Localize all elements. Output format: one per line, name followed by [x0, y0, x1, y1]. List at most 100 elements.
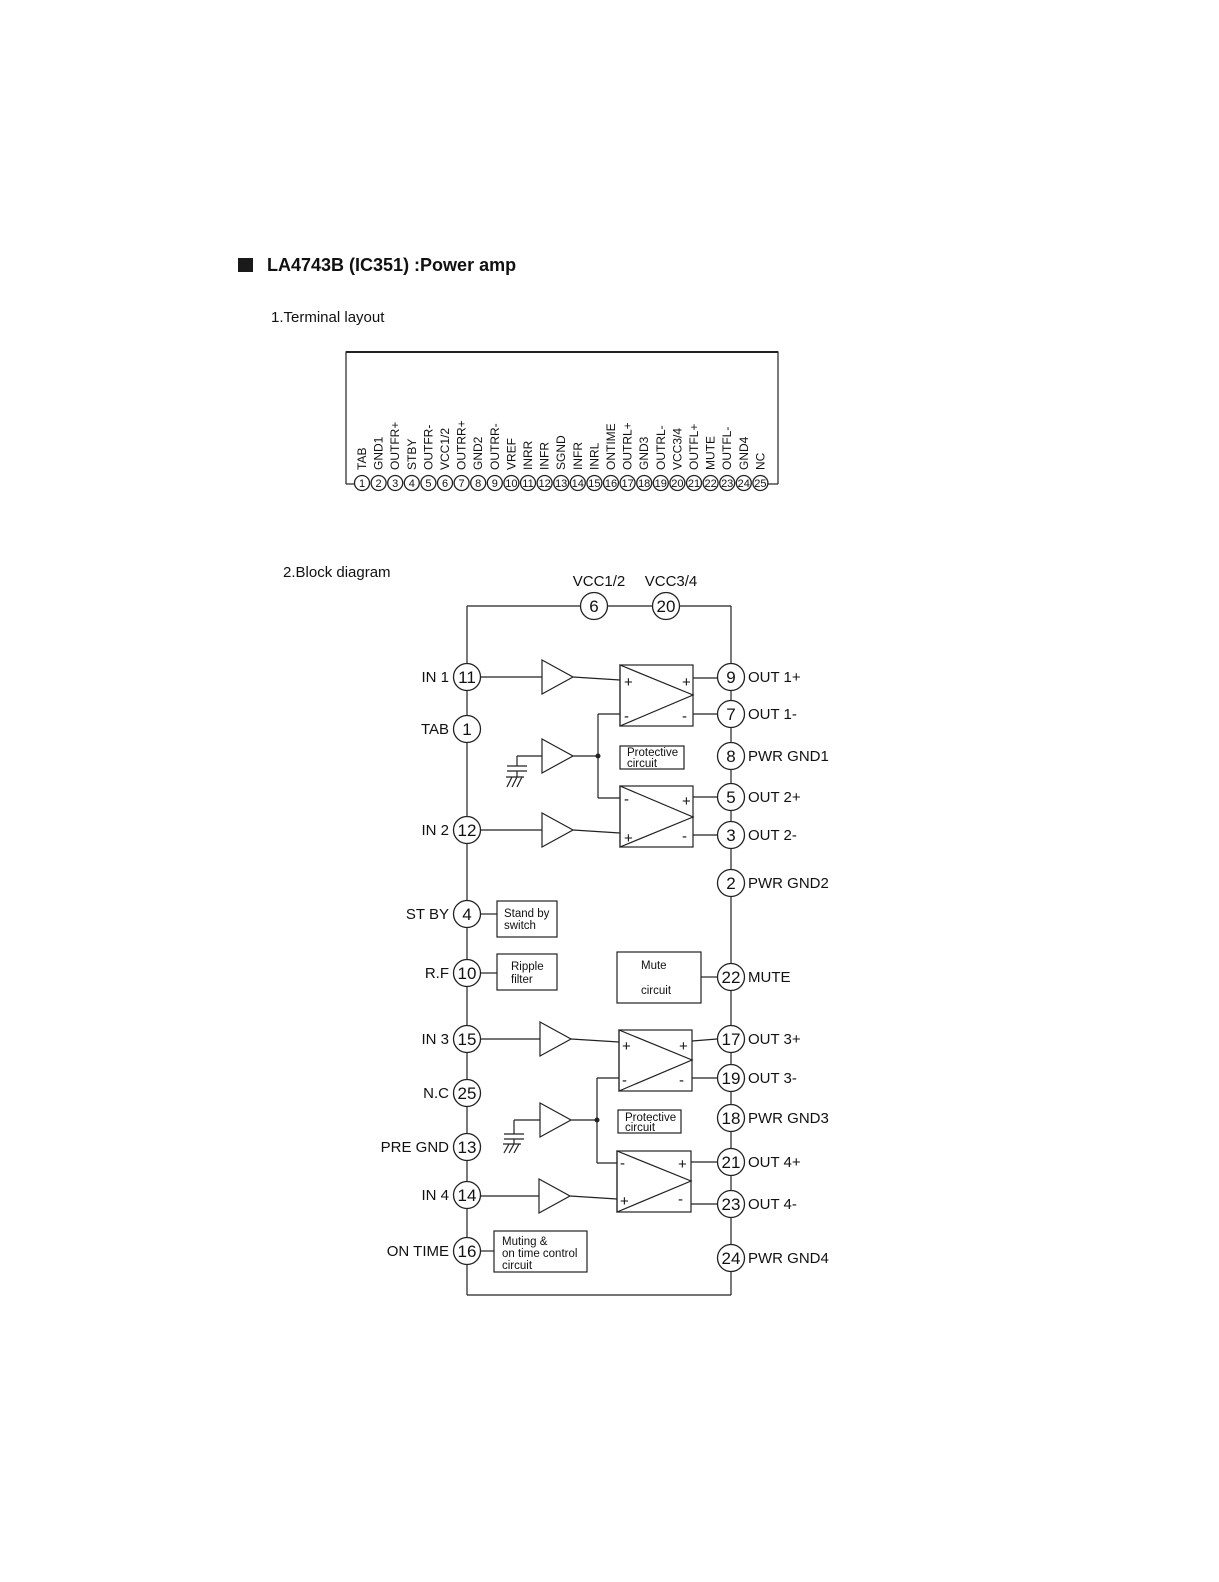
pin-number: 3: [726, 826, 735, 845]
pin-number: 14: [458, 1186, 477, 1205]
pin-number: 17: [722, 1030, 741, 1049]
terminal-pin-name: GND3: [637, 436, 651, 470]
pin-label: N.C: [423, 1085, 449, 1102]
pin-number: 18: [722, 1109, 741, 1128]
terminal-pin-circle: [486, 474, 503, 492]
pin-circle: [716, 782, 746, 812]
terminal-pin-name: GND1: [372, 436, 386, 470]
pin-label: OUT 2-: [748, 827, 797, 844]
pin-circle: [452, 899, 482, 929]
pin-number: 9: [726, 668, 735, 687]
terminal-pin-circle: [719, 474, 736, 492]
terminal-pin-name: VCC3/4: [670, 428, 684, 470]
pin-circle: [716, 1063, 746, 1093]
terminal-pin-number: 20: [671, 478, 683, 490]
amp2-minus-out: -: [682, 828, 687, 845]
standby-switch-box: [496, 900, 558, 938]
pin-label: OUT 3-: [748, 1070, 797, 1087]
pin-circle: [651, 591, 681, 621]
terminal-pin-number: 14: [572, 478, 584, 490]
standby-line1: Stand by: [504, 908, 550, 920]
terminal-pin-number: 19: [655, 478, 667, 490]
terminal-pin-circle: [470, 474, 487, 492]
pin-circle: [452, 1180, 482, 1210]
ripple-filter-box: [496, 953, 558, 991]
pin-number: 6: [589, 597, 598, 616]
mute-circuit-box: [616, 951, 702, 1004]
terminal-pin-number: 18: [638, 478, 650, 490]
pin-circle: [452, 1024, 482, 1054]
terminal-layout-heading: 1.Terminal layout: [271, 309, 385, 326]
muting-control-box: [493, 1230, 588, 1273]
power-amp-1-triangle: [619, 664, 695, 727]
pin-number: 12: [458, 821, 477, 840]
page-title: LA4743B (IC351) :Power amp: [267, 255, 517, 275]
terminal-pin-circle: [735, 474, 752, 492]
pin-label: OUT 4-: [748, 1196, 797, 1213]
pin-number: 4: [462, 905, 471, 924]
pin-label: PWR GND2: [748, 875, 829, 892]
pin-number: 8: [726, 747, 735, 766]
amp1-minus-out: -: [682, 708, 687, 725]
pin-number: 21: [722, 1153, 741, 1172]
terminal-pin-number: 1: [359, 478, 365, 490]
pin-circle: [452, 1078, 482, 1108]
terminal-pin-name: MUTE: [704, 436, 718, 470]
wire-out3p: [691, 1038, 718, 1042]
pin-number: 11: [458, 668, 476, 687]
terminal-pin-name: VREF: [504, 438, 518, 470]
terminal-pin-circle: [702, 474, 719, 492]
pin-number: 19: [722, 1069, 741, 1088]
terminal-pin-name: OUTRR+: [455, 420, 469, 470]
terminal-pin-circle: [503, 474, 520, 492]
terminal-pin-name: GND4: [737, 436, 751, 470]
terminal-pin-name: OUTRL+: [621, 422, 635, 470]
muting-line3: circuit: [502, 1260, 533, 1272]
pin-label: IN 4: [421, 1187, 449, 1204]
amp3-minus-out: -: [679, 1072, 684, 1089]
pin-circle: [716, 662, 746, 692]
terminal-pin-name: OUTRR-: [488, 423, 502, 470]
pin-label: PWR GND3: [748, 1110, 829, 1127]
pin-circle: [716, 820, 746, 850]
pin-circle: [716, 1147, 746, 1177]
block-diagram-heading: 2.Block diagram: [283, 564, 391, 581]
amp2-plus-out: +: [682, 793, 691, 810]
terminal-pin-circle: [387, 474, 404, 492]
terminal-pin-row: 1TAB2GND13OUTFR+4STBY5OUTFR-6VCC1/27OUTR…: [353, 420, 769, 492]
terminal-pin-circle: [669, 474, 686, 492]
terminal-pin-name: OUTFL-: [720, 427, 734, 470]
preamp-1: [541, 658, 575, 696]
pin-10: 10R.F: [425, 958, 482, 988]
terminal-pin-circle: [636, 474, 653, 492]
pin-number: 16: [458, 1242, 477, 1261]
pin-circle: [716, 962, 746, 992]
terminal-pin-number: 22: [704, 478, 716, 490]
pin-circle: [452, 714, 482, 744]
terminal-pin-number: 24: [738, 478, 750, 490]
preamp-3: [539, 1020, 573, 1058]
amp1-plus-out: +: [682, 674, 691, 691]
terminal-pin-circle: [353, 474, 371, 492]
amp4-plus-out: +: [678, 1156, 687, 1173]
wire-preamp1-out: [572, 676, 621, 681]
terminal-pin-circle: [403, 474, 420, 492]
pin-number: 25: [458, 1084, 477, 1103]
pin-19: 19 OUT 3-: [716, 1063, 797, 1093]
terminal-pin-number: 15: [588, 478, 600, 490]
pin-circle: [716, 1103, 746, 1133]
ref-amp-1: [541, 737, 575, 775]
terminal-layout: 1TAB2GND13OUTFR+4STBY5OUTFR-6VCC1/27OUTR…: [345, 351, 779, 492]
terminal-pin-number: 16: [605, 478, 617, 490]
terminal-pin-number: 7: [459, 478, 465, 490]
pin-label: PWR GND4: [748, 1250, 829, 1267]
